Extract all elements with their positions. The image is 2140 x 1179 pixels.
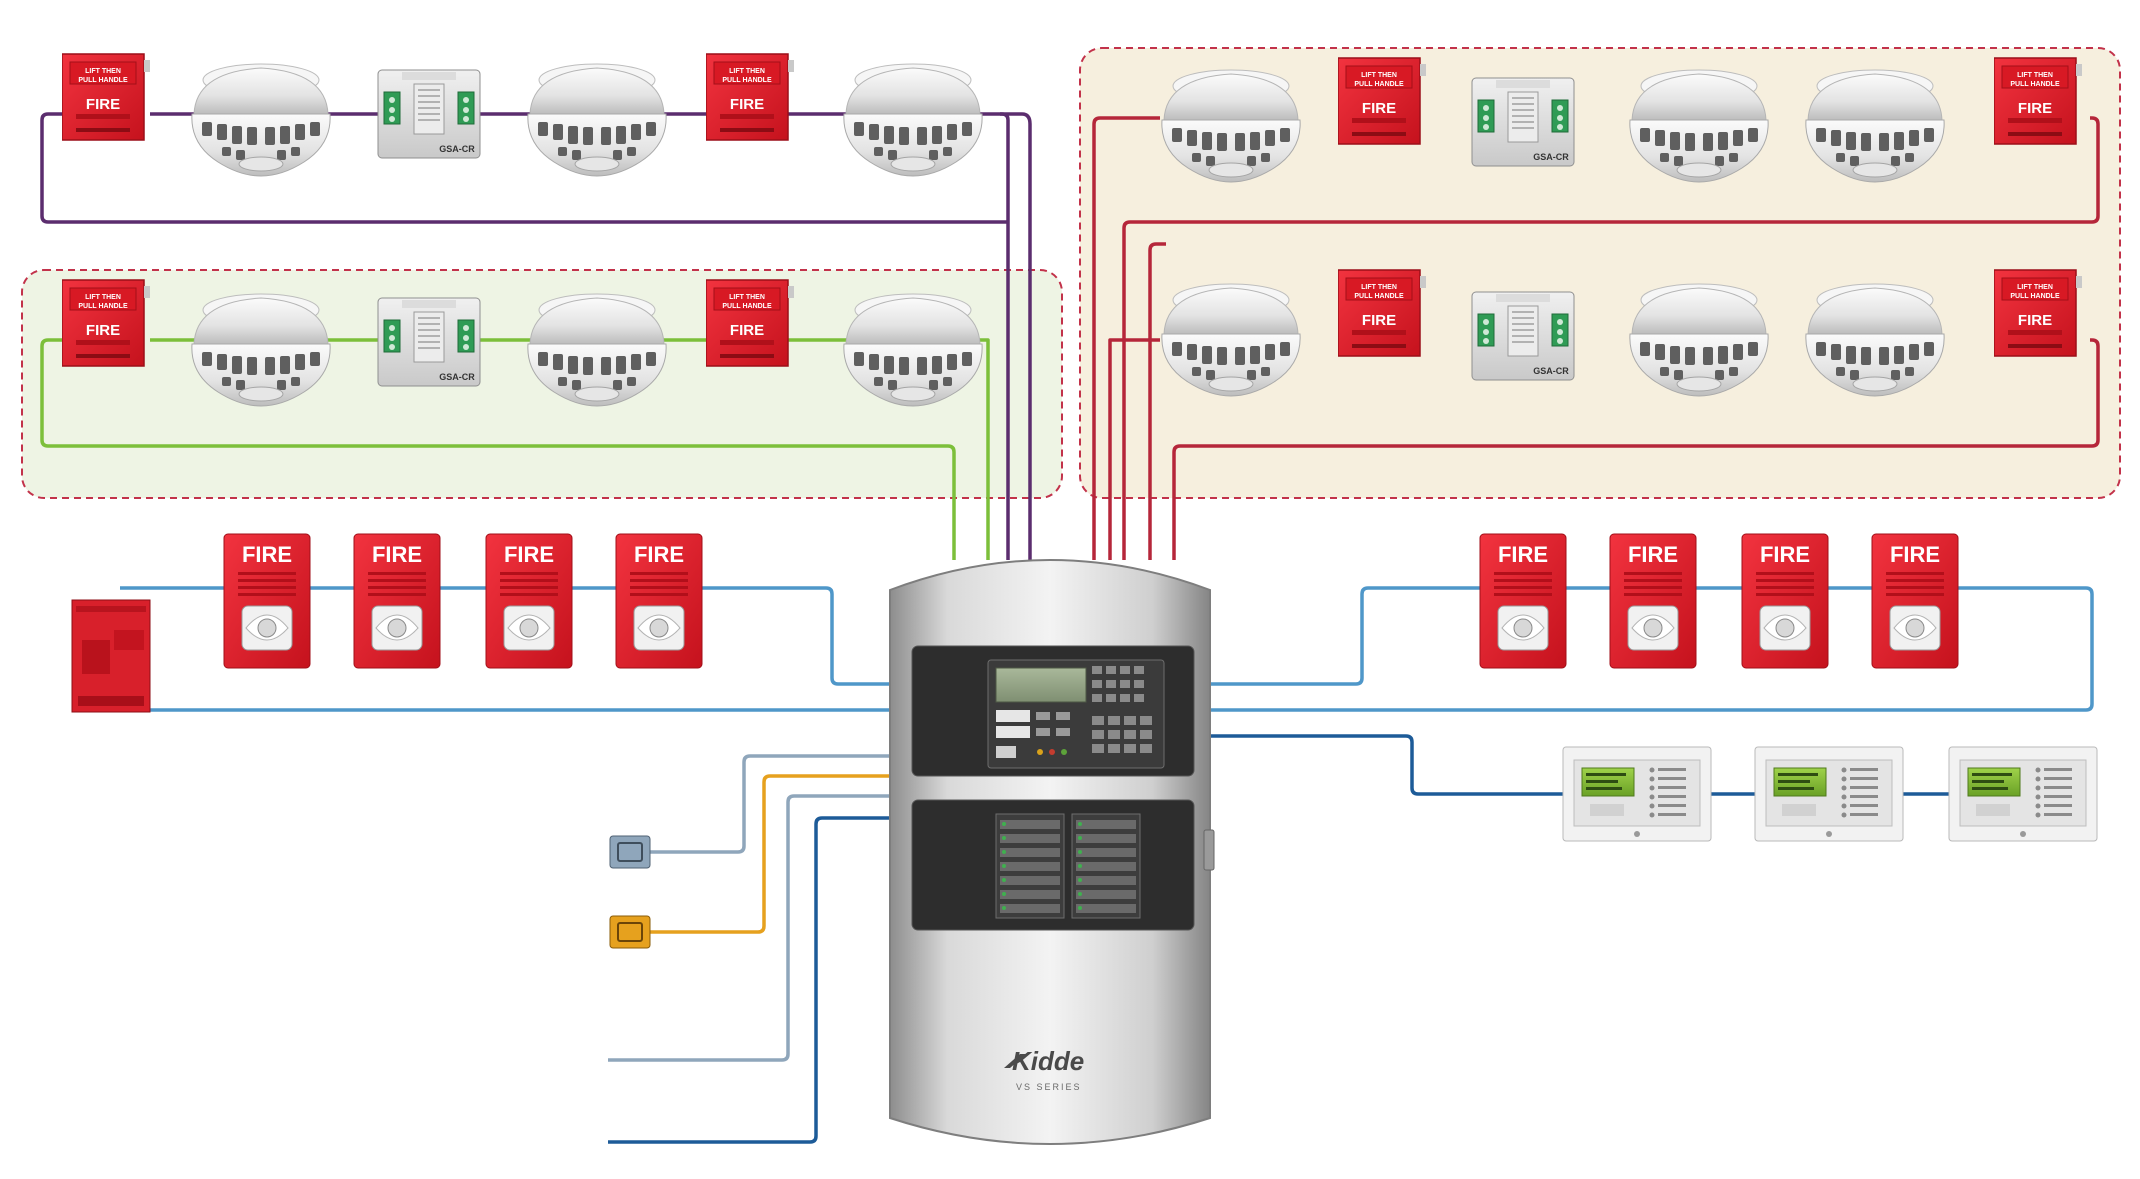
pull-station-label-top: LIFT THEN xyxy=(729,68,765,75)
pull-station-r2-2[interactable]: LIFT THEN PULL HANDLE FIRE xyxy=(706,279,795,367)
pull-station-label-bottom: PULL HANDLE xyxy=(78,303,128,310)
addressable-module-icon[interactable]: GSA-CR xyxy=(377,297,481,387)
wire-nac-left xyxy=(120,586,890,712)
pull-station-r3-1[interactable]: LIFT THEN PULL HANDLE FIRE xyxy=(1338,57,1427,145)
pull-station-r4-1[interactable]: LIFT THEN PULL HANDLE FIRE xyxy=(1338,269,1427,357)
wire-annunciator-bus xyxy=(1210,734,1952,796)
horn-strobe-left-2[interactable]: FIRE xyxy=(353,533,441,669)
horn-strobe-right-2[interactable]: FIRE xyxy=(1609,533,1697,669)
wire-right-upper-loop xyxy=(1092,116,2100,560)
strobe-fire-text: FIRE xyxy=(242,542,292,567)
wire-right-lower-return xyxy=(1148,242,1166,560)
pull-station-fire-text: FIRE xyxy=(2018,100,2052,117)
smoke-detector-icon[interactable] xyxy=(843,63,983,177)
strobe-fire-text: FIRE xyxy=(504,542,554,567)
panel-series-text: VS SERIES xyxy=(1016,1082,1082,1092)
pull-station-r2-1[interactable]: LIFT THEN PULL HANDLE FIRE xyxy=(62,279,151,367)
pull-station-fire-text: FIRE xyxy=(2018,312,2052,329)
remote-annunciator-icon[interactable] xyxy=(1754,746,1904,842)
strobe-fire-text: FIRE xyxy=(1498,542,1548,567)
strobe-fire-text: FIRE xyxy=(1890,542,1940,567)
pull-station-r3-2[interactable]: LIFT THEN PULL HANDLE FIRE xyxy=(1994,57,2083,145)
wire-nac-right xyxy=(1210,586,2094,712)
horn-strobe-right-4[interactable]: FIRE xyxy=(1871,533,1959,669)
pull-station-fire-text: FIRE xyxy=(86,322,120,339)
addressable-module-icon[interactable]: GSA-CR xyxy=(1471,291,1575,381)
horn-strobe-right-3[interactable]: FIRE xyxy=(1741,533,1829,669)
panel-keypad xyxy=(1092,666,1152,753)
pull-station-fire-text: FIRE xyxy=(1362,312,1396,329)
panel-lcd-screen xyxy=(995,667,1087,703)
panel-brand-text: Kidde xyxy=(1012,1046,1084,1076)
pull-station-label-top: LIFT THEN xyxy=(85,68,121,75)
horn-strobe-right-1[interactable]: FIRE xyxy=(1479,533,1567,669)
module-model-label: GSA-CR xyxy=(439,144,475,154)
horn-strobe-left-1[interactable]: FIRE xyxy=(223,533,311,669)
strobe-fire-text: FIRE xyxy=(1628,542,1678,567)
panel-function-buttons xyxy=(996,710,1070,758)
wire-aux-orange xyxy=(650,774,890,934)
wire-printer xyxy=(650,754,890,854)
wire-aux-grey xyxy=(608,794,890,1062)
panel-brand-logo: Kidde VS SERIES xyxy=(1004,1046,1084,1092)
addressable-module-icon[interactable]: GSA-CR xyxy=(377,69,481,159)
pull-station-label-bottom: PULL HANDLE xyxy=(78,77,128,84)
pull-station-label-bottom: PULL HANDLE xyxy=(1354,81,1404,88)
wire-aux-blue xyxy=(608,816,890,1144)
pull-station-label-bottom: PULL HANDLE xyxy=(722,77,772,84)
module-model-label: GSA-CR xyxy=(439,372,475,382)
smoke-detector-icon[interactable] xyxy=(527,63,667,177)
pull-station-fire-text: FIRE xyxy=(730,322,764,339)
wire-right-lower-loop xyxy=(1108,338,2100,560)
addressable-module-icon[interactable]: GSA-CR xyxy=(1471,77,1575,167)
pull-station-label-top: LIFT THEN xyxy=(1361,284,1397,291)
wire-upper-left-return xyxy=(1000,112,1032,560)
remote-annunciator-icon[interactable] xyxy=(1948,746,2098,842)
network-interface-icon[interactable] xyxy=(609,915,651,949)
power-supply-icon[interactable] xyxy=(71,599,151,713)
pull-station-label-bottom: PULL HANDLE xyxy=(2010,293,2060,300)
strobe-fire-text: FIRE xyxy=(372,542,422,567)
pull-station-label-top: LIFT THEN xyxy=(85,294,121,301)
network-interface-icon[interactable] xyxy=(609,835,651,869)
horn-strobe-left-4[interactable]: FIRE xyxy=(615,533,703,669)
fire-alarm-control-panel[interactable]: Kidde VS SERIES xyxy=(889,559,1215,1145)
pull-station-r1-1[interactable]: LIFT THEN PULL HANDLE FIRE xyxy=(62,53,151,141)
pull-station-r4-2[interactable]: LIFT THEN PULL HANDLE FIRE xyxy=(1994,269,2083,357)
pull-station-label-top: LIFT THEN xyxy=(2017,284,2053,291)
pull-station-label-top: LIFT THEN xyxy=(1361,72,1397,79)
panel-zone-led-modules xyxy=(995,813,1141,919)
pull-station-fire-text: FIRE xyxy=(1362,100,1396,117)
pull-station-fire-text: FIRE xyxy=(86,96,120,113)
pull-station-label-top: LIFT THEN xyxy=(2017,72,2053,79)
strobe-fire-text: FIRE xyxy=(1760,542,1810,567)
pull-station-label-bottom: PULL HANDLE xyxy=(722,303,772,310)
module-model-label: GSA-CR xyxy=(1533,152,1569,162)
pull-station-label-bottom: PULL HANDLE xyxy=(2010,81,2060,88)
pull-station-r1-2[interactable]: LIFT THEN PULL HANDLE FIRE xyxy=(706,53,795,141)
pull-station-fire-text: FIRE xyxy=(730,96,764,113)
module-model-label: GSA-CR xyxy=(1533,366,1569,376)
smoke-detector-icon[interactable] xyxy=(191,63,331,177)
pull-station-label-top: LIFT THEN xyxy=(729,294,765,301)
panel-door-lock xyxy=(1203,829,1215,871)
remote-annunciator-icon[interactable] xyxy=(1562,746,1712,842)
horn-strobe-left-3[interactable]: FIRE xyxy=(485,533,573,669)
strobe-fire-text: FIRE xyxy=(634,542,684,567)
pull-station-label-bottom: PULL HANDLE xyxy=(1354,293,1404,300)
